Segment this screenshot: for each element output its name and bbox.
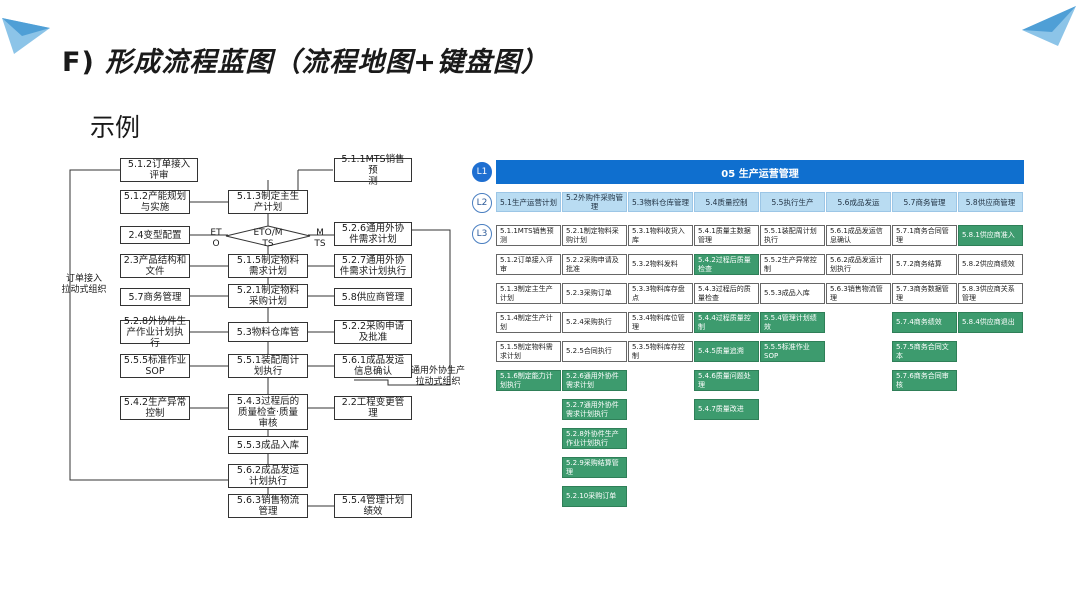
l3-cell: 5.8.3供应商关系管理: [958, 283, 1023, 304]
box-511: 5.1.1MTS销售预 测: [334, 158, 412, 182]
l3-cell: 5.4.5质量追溯: [694, 341, 759, 362]
box-23: 2.3产品结构和 文件: [120, 254, 190, 278]
box-561: 5.6.1成品发运 信息确认: [334, 354, 412, 378]
l2-cell: 5.6成品发运: [826, 192, 891, 212]
l2-cell: 5.4质量控制: [694, 192, 759, 212]
l3-cell: 5.3.5物料库存控制: [628, 341, 693, 362]
process-flowchart: 5.1.2订单接入 评审 5.1.1MTS销售预 测 5.1.2产能规划 与实施…: [58, 150, 458, 525]
l3-cell: 5.4.3过程后的质量检查: [694, 283, 759, 304]
box-551: 5.5.1装配周计 划执行: [228, 354, 308, 378]
box-554: 5.5.4管理计划 绩效: [334, 494, 412, 518]
page-title: F) 形成流程蓝图（流程地图+键盘图）: [62, 40, 549, 79]
l3-cell: 5.5.2生产异常控制: [760, 254, 825, 275]
l3-cell: 5.2.1制定物料采购计划: [562, 225, 627, 246]
l3-cell: 5.6.1成品发运信息确认: [826, 225, 891, 246]
box-513: 5.1.3制定主生 产计划: [228, 190, 308, 214]
level-l1: L1: [472, 162, 492, 182]
l3-cell: 5.3.2物料发料: [628, 254, 693, 275]
l2-cell: 5.2外购件采购管理: [562, 192, 627, 212]
l3-cell: 5.7.1商务合同管理: [892, 225, 957, 246]
l2-cell: 5.1生产运营计划: [496, 192, 561, 212]
box-527: 5.2.7通用外协 件需求计划执行: [334, 254, 412, 278]
l3-cell: 5.4.4过程质量控制: [694, 312, 759, 333]
box-512b: 5.1.2产能规划 与实施: [120, 190, 190, 214]
box-522: 5.2.2采购申请 及批准: [334, 320, 412, 344]
l3-cell: 5.2.9采购结算管理: [562, 457, 627, 478]
box-528: 5.2.8外协件生 产作业计划执行: [120, 320, 190, 344]
box-563: 5.6.3销售物流 管理: [228, 494, 308, 518]
l3-cell: 5.2.2采购申请及批准: [562, 254, 627, 275]
box-521: 5.2.1制定物料 采购计划: [228, 284, 308, 308]
box-543: 5.4.3过程后的 质量检查·质量 审核: [228, 394, 308, 430]
l3-cell: 5.1.2订单接入评审: [496, 254, 561, 275]
paper-plane-left-icon: [0, 10, 52, 58]
l3-cell: 5.3.3物料库存盘点: [628, 283, 693, 304]
box-24: 2.4变型配置: [120, 226, 190, 244]
l3-cell: 5.3.1物料收货入库: [628, 225, 693, 246]
box-57: 5.7商务管理: [120, 288, 190, 306]
l3-cell: 5.1.4制定生产计划: [496, 312, 561, 333]
l3-cell: 5.2.5合同执行: [562, 341, 627, 362]
box-555: 5.5.5标准作业 SOP: [120, 354, 190, 378]
l3-cell: 5.2.8外协件生产作业计划执行: [562, 428, 627, 449]
box-553: 5.5.3成品入库: [228, 436, 308, 454]
title-prefix: F): [62, 47, 95, 78]
box-526: 5.2.6通用外协 件需求计划: [334, 222, 412, 246]
l3-cell: 5.8.1供应商准入: [958, 225, 1023, 246]
l3-cell: 5.5.4管理计划绩效: [760, 312, 825, 333]
l3-cell: 5.7.6商务合同审核: [892, 370, 957, 391]
l3-cell: 5.3.4物料库位管理: [628, 312, 693, 333]
l3-cell: 5.1.3制定主生产计划: [496, 283, 561, 304]
l3-cell: 5.8.2供应商绩效: [958, 254, 1023, 275]
box-515: 5.1.5制定物料 需求计划: [228, 254, 308, 278]
eto-label: ET O: [208, 228, 224, 250]
l3-cell: 5.7.2商务结算: [892, 254, 957, 275]
l3-cell: 5.2.7通用外协件需求计划执行: [562, 399, 627, 420]
box-53: 5.3物料仓库管: [228, 322, 308, 342]
mts-label: M TS: [312, 228, 328, 250]
l3-cell: 5.2.10采购订单: [562, 486, 627, 507]
l2-cell: 5.7商务管理: [892, 192, 957, 212]
l3-cell: 5.2.4采购执行: [562, 312, 627, 333]
paper-plane-right-icon: [1018, 2, 1078, 50]
l3-cell: 5.4.2过程后质量检查: [694, 254, 759, 275]
l3-cell: 5.1.1MTS销售预测: [496, 225, 561, 246]
box-562: 5.6.2成品发运 计划执行: [228, 464, 308, 488]
l3-cell: 5.2.3采购订单: [562, 283, 627, 304]
l3-cell: 5.6.3销售物流管理: [826, 283, 891, 304]
box-22: 2.2工程变更管 理: [334, 396, 412, 420]
l1-title-bar: 05 生产运营管理: [496, 160, 1024, 184]
level-l3: L3: [472, 224, 492, 244]
l3-cell: 5.7.5商务合同文本: [892, 341, 957, 362]
l3-cell: 5.2.6通用外协件需求计划: [562, 370, 627, 391]
l2-cell: 5.5执行生产: [760, 192, 825, 212]
right-note: 通用外协生产 拉动式组织: [410, 366, 466, 388]
l3-cell: 5.5.3成品入库: [760, 283, 825, 304]
l3-cell: 5.6.2成品发运计划执行: [826, 254, 891, 275]
box-542: 5.4.2生产异常 控制: [120, 396, 190, 420]
l3-cell: 5.4.7质量改进: [694, 399, 759, 420]
l2-cell: 5.8供应商管理: [958, 192, 1023, 212]
l3-cell: 5.8.4供应商退出: [958, 312, 1023, 333]
l3-cell: 5.5.1装配周计划执行: [760, 225, 825, 246]
l3-cell: 5.7.3商务数据管理: [892, 283, 957, 304]
subtitle: 示例: [90, 108, 140, 144]
box-512: 5.1.2订单接入 评审: [120, 158, 198, 182]
l3-cell: 5.5.5标准作业SOP: [760, 341, 825, 362]
l2-cell: 5.3物料仓库管理: [628, 192, 693, 212]
l3-cell: 5.1.5制定物料需求计划: [496, 341, 561, 362]
l3-cell: 5.4.6质量问题处理: [694, 370, 759, 391]
title-text: 形成流程蓝图（流程地图+键盘图）: [105, 47, 549, 78]
l3-cell: 5.4.1质量主数据管理: [694, 225, 759, 246]
l3-cell: 5.7.4商务绩效: [892, 312, 957, 333]
l3-cell: 5.1.6制定能力计划执行: [496, 370, 561, 391]
box-58: 5.8供应商管理: [334, 288, 412, 306]
decision-label: ETO/M TS: [244, 228, 292, 250]
level-l2: L2: [472, 193, 492, 213]
left-note: 订单接入 拉动式组织: [54, 274, 114, 296]
